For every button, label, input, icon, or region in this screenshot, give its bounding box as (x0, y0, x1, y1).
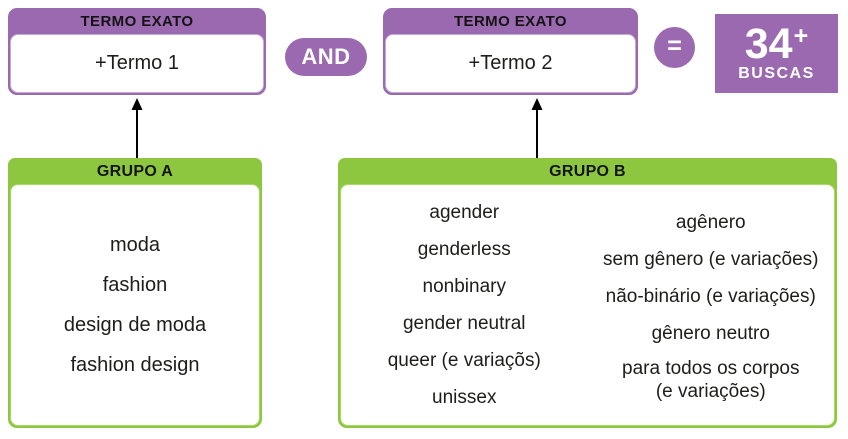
and-operator: AND (285, 38, 367, 76)
group-b-box: GRUPO B agender genderless nonbinary gen… (338, 158, 837, 428)
group-b-column-1: agender genderless nonbinary gender neut… (341, 185, 588, 425)
list-item: agênero (675, 211, 746, 233)
arrow-up-icon (131, 98, 143, 158)
arrow-up-icon (531, 98, 543, 158)
list-item: para todos os corpos (e variações) (622, 357, 800, 402)
list-item: gender neutral (402, 313, 526, 334)
list-item: genderless (417, 239, 511, 260)
list-item: nonbinary (422, 276, 506, 297)
group-b-list: agender genderless nonbinary gender neut… (340, 184, 835, 426)
group-a-header: GRUPO A (96, 162, 174, 180)
group-b-column-2: agênero sem gênero (e variações) não-bin… (588, 185, 835, 425)
list-item: queer (e variaçõs) (387, 350, 541, 371)
list-item: agender (429, 202, 500, 223)
list-item: design de moda (63, 314, 207, 336)
list-item: unissex (432, 387, 497, 408)
list-item: fashion design (70, 354, 200, 376)
group-a-list: moda fashion design de moda fashion desi… (10, 184, 260, 426)
term-box-1-value: +Termo 1 (10, 34, 264, 93)
list-item: gênero neutro (651, 322, 770, 344)
group-a-box: GRUPO A moda fashion design de moda fash… (8, 158, 262, 428)
result-box: 34+ BUSCAS (715, 14, 838, 93)
term-box-2: TERMO EXATO +Termo 2 (383, 8, 638, 95)
list-item: moda (109, 234, 161, 256)
group-b-header: GRUPO B (549, 162, 626, 180)
list-item: fashion (102, 274, 168, 296)
list-item: sem gênero (e variações) (603, 248, 819, 270)
result-count: 34+ (744, 19, 809, 68)
term-box-2-header: TERMO EXATO (453, 13, 568, 30)
term-box-1-header: TERMO EXATO (80, 13, 194, 30)
term-box-1: TERMO EXATO +Termo 1 (8, 8, 266, 95)
result-label: BUSCAS (738, 65, 815, 83)
list-item: não-binário (e variações) (605, 285, 816, 307)
term-box-2-value: +Termo 2 (385, 34, 636, 93)
equals-icon: = (654, 27, 695, 68)
